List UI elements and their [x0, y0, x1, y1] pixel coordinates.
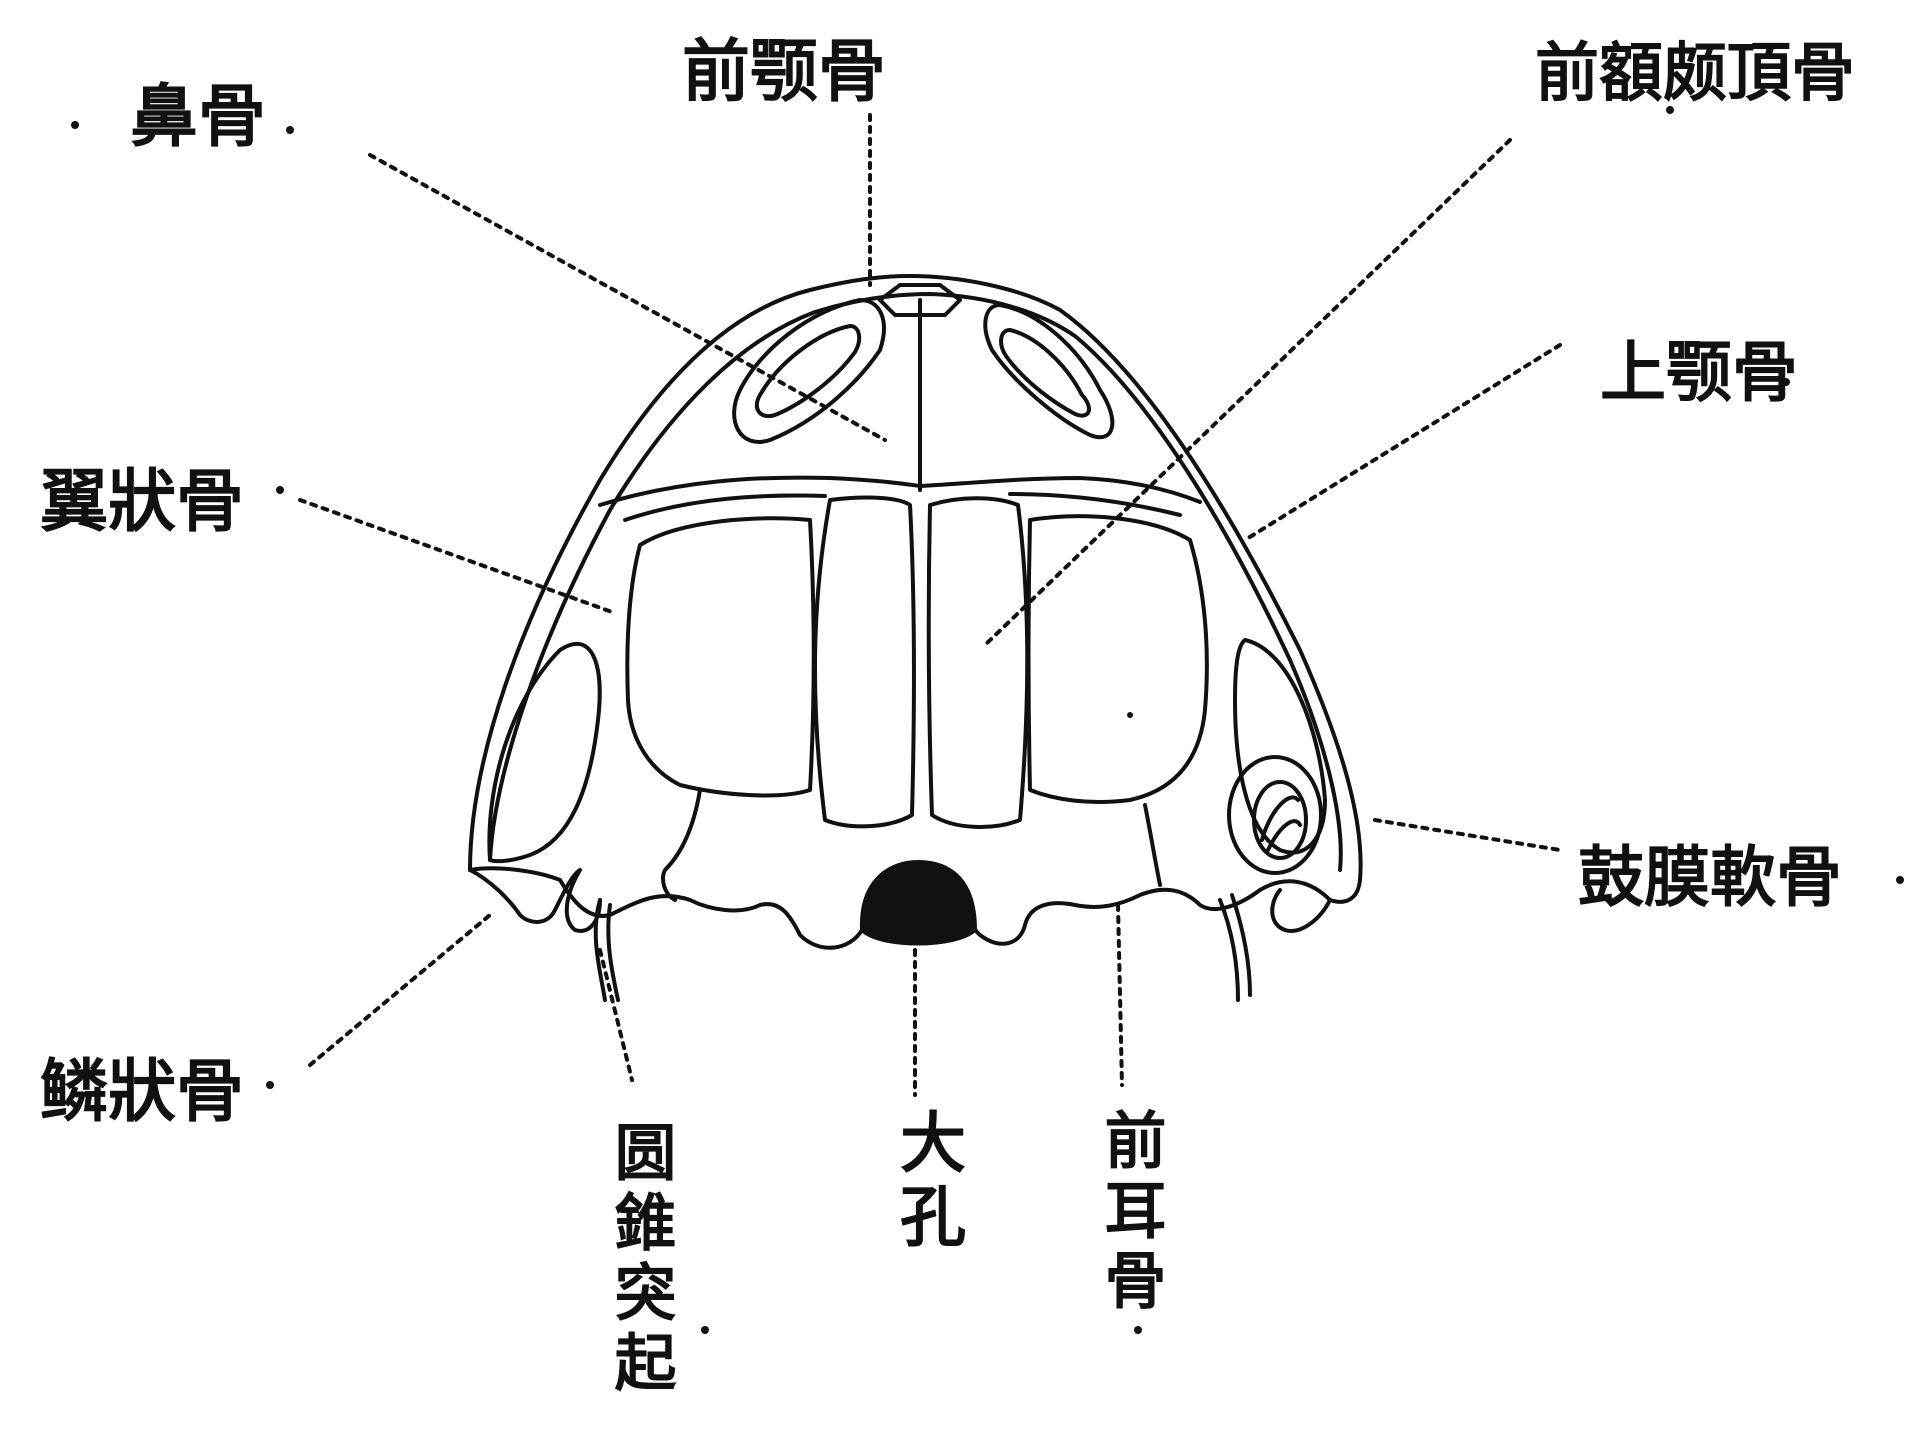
speck — [1127, 712, 1133, 718]
nasal-left-inner — [754, 324, 862, 419]
leader-maxilla — [1243, 343, 1562, 542]
speck — [1782, 378, 1790, 386]
speck — [1896, 876, 1904, 884]
left-squamosal-wing — [468, 868, 602, 933]
nasal-left — [732, 298, 886, 444]
transverse-suture — [598, 475, 1202, 507]
speck — [276, 486, 284, 494]
leader-tympanic — [1373, 818, 1562, 852]
label-prootic: 前耳骨 — [1094, 1108, 1167, 1318]
leader-prootic — [1116, 903, 1124, 1087]
left-posterior-suture — [661, 788, 702, 902]
tympanic-ring-inner — [1252, 780, 1308, 860]
speck — [71, 121, 79, 129]
foramen-magnum — [859, 860, 977, 946]
premaxilla-shape — [878, 283, 962, 317]
label-premaxilla: 前颚骨 — [682, 32, 886, 112]
label-pterygoid: 翼狀骨 — [40, 462, 244, 542]
leader-nasal — [368, 153, 887, 442]
leader-squamosal — [308, 913, 492, 1067]
skull-inner-rim — [488, 292, 1343, 872]
label-foramen: 大孔 — [889, 1108, 967, 1256]
right-posterior-suture — [1143, 803, 1162, 887]
right-lower-lines — [1218, 893, 1252, 1002]
label-nasal: 鼻骨 — [130, 77, 266, 157]
right-squamosal-wing — [1270, 888, 1332, 933]
label-squamosal: 鳞狀骨 — [40, 1052, 244, 1132]
right-central-plate — [926, 496, 1030, 829]
skull-outline — [468, 274, 1363, 904]
speck — [701, 1326, 709, 1334]
speck — [1134, 1326, 1142, 1334]
left-lower-lines — [593, 898, 620, 1002]
leader-pterygoid — [298, 498, 614, 614]
right-orbit — [1026, 514, 1209, 804]
leader-condyle — [598, 948, 634, 1082]
speck — [1666, 106, 1674, 114]
label-frontoparietal: 前額颇頂骨 — [1535, 36, 1855, 111]
tympanic-ring-outer — [1227, 755, 1323, 875]
left-central-plate — [812, 495, 917, 829]
speck — [266, 1081, 274, 1089]
print-specks — [71, 106, 1904, 1334]
nasal-right — [983, 303, 1115, 440]
left-lateral-oval — [487, 642, 602, 864]
leader-lines — [298, 113, 1562, 1097]
skull-drawing — [468, 274, 1363, 1002]
speck — [286, 126, 294, 134]
labels: 鼻骨 前颚骨 前額颇頂骨 上颚骨 翼狀骨 鼓膜軟骨 鳞狀骨 圆錐突起 大孔 前耳… — [40, 32, 1855, 1400]
label-condyle: 圆錐突起 — [604, 1120, 677, 1400]
leader-frontoparietal — [983, 138, 1512, 647]
nasal-right-inner — [999, 328, 1092, 418]
right-lateral-oval — [1233, 638, 1327, 855]
left-orbit — [625, 516, 816, 798]
transverse-suture-2 — [623, 492, 1182, 522]
label-maxilla: 上颚骨 — [1600, 333, 1798, 411]
label-tympanic: 鼓膜軟骨 — [1578, 838, 1842, 916]
tympanic-ring-detail — [1260, 795, 1302, 852]
